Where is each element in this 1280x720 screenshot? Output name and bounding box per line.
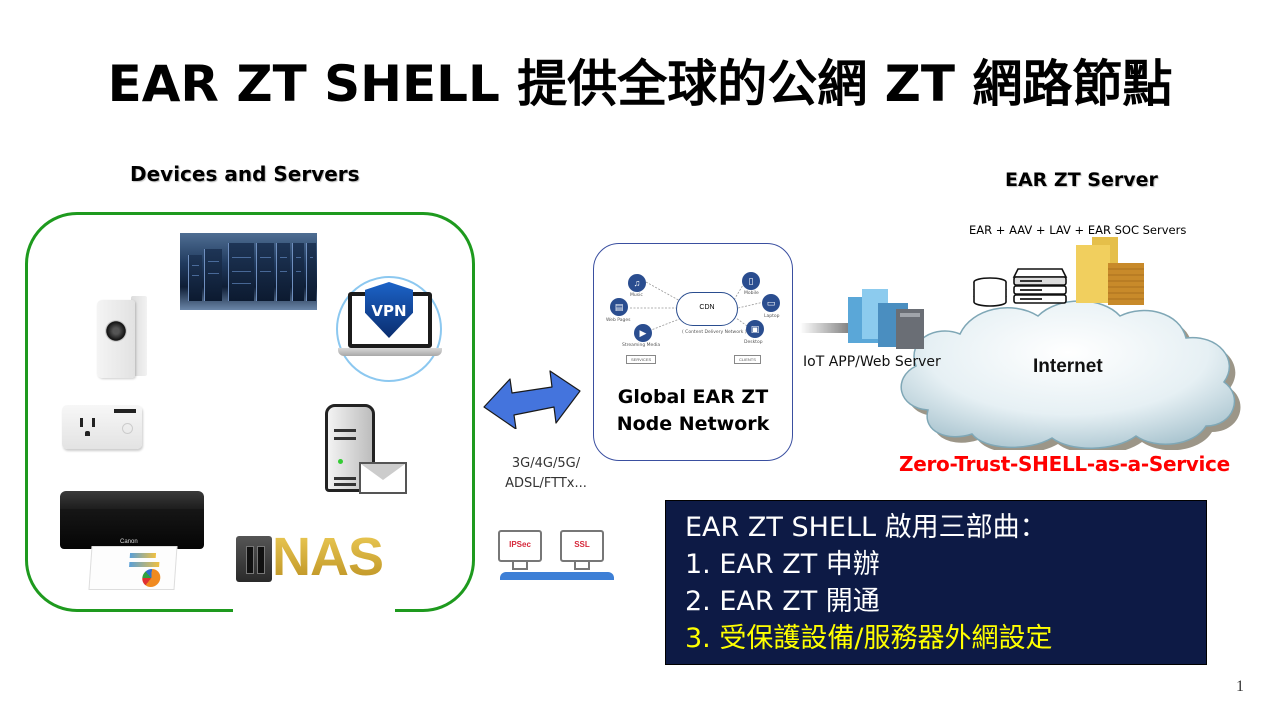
camera-icon — [97, 296, 149, 378]
node-network-box: ♫ Music ▤ Web Pages ▶ Streaming Media CD… — [593, 243, 793, 461]
step-item: 2. EAR ZT 開通 — [685, 586, 880, 617]
server-heading: EAR ZT Server — [1005, 169, 1158, 191]
vpn-tunnels-icon: IPSec SSL — [494, 530, 618, 580]
internet-cloud-icon — [900, 300, 1241, 450]
iot-web-server-icon — [800, 289, 924, 349]
vpn-laptop-icon: VPN — [330, 272, 450, 384]
clients-tag: CLIENTS — [734, 355, 761, 364]
zt-service-label: Zero-Trust-SHELL-as-a-Service — [899, 452, 1230, 476]
page-number: 1 — [1236, 678, 1244, 695]
node-network-label: Global EAR ZT Node Network — [616, 386, 770, 435]
slide-title: EAR ZT SHELL 提供全球的公網 ZT 網路節點 — [107, 55, 1173, 113]
double-arrow-icon — [483, 370, 581, 429]
activation-steps-box: EAR ZT SHELL 啟用三部曲： 1. EAR ZT 申辦 2. EAR … — [665, 500, 1207, 665]
desktop-icon: ▣ — [746, 320, 764, 338]
box-border-gap — [233, 607, 395, 613]
mail-server-icon — [325, 404, 409, 496]
smart-plug-icon — [62, 405, 142, 449]
cdn-diagram: ♫ Music ▤ Web Pages ▶ Streaming Media CD… — [602, 262, 786, 372]
mobile-icon: ▯ — [742, 272, 760, 290]
step-item: 1. EAR ZT 申辦 — [685, 549, 880, 580]
cdn-links — [630, 279, 765, 333]
cdn-cloud-icon: CDN — [676, 292, 738, 326]
step-item-highlighted: 3. 受保護設備/服務器外網設定 — [685, 623, 1053, 654]
iot-server-label: IoT APP/Web Server — [803, 354, 941, 370]
streaming-media-icon: ▶ — [634, 324, 652, 342]
music-icon: ♫ — [628, 274, 646, 292]
internet-label: Internet — [1033, 356, 1103, 377]
steps-heading: EAR ZT SHELL 啟用三部曲： — [685, 512, 1047, 543]
database-icon — [973, 277, 1007, 307]
data-center-image — [180, 233, 317, 310]
ipsec-monitor-icon: IPSec — [498, 530, 542, 562]
network-types-label: 3G/4G/5G/ ADSL/FTTx... — [505, 456, 587, 491]
building-server-icon — [1076, 237, 1144, 305]
services-tag: SERVICES — [626, 355, 657, 364]
envelope-icon — [359, 462, 407, 494]
laptop-icon: ▭ — [762, 294, 780, 312]
web-pages-icon: ▤ — [610, 298, 628, 316]
nas-icon: NAS — [236, 527, 396, 587]
ssl-monitor-icon: SSL — [560, 530, 604, 562]
soc-servers-icons — [972, 235, 1152, 309]
devices-heading: Devices and Servers — [130, 162, 360, 186]
rack-server-icon — [1012, 268, 1068, 304]
printer-icon: Canon — [60, 491, 204, 591]
server-subtitle: EAR + AAV + LAV + EAR SOC Servers — [969, 223, 1187, 237]
